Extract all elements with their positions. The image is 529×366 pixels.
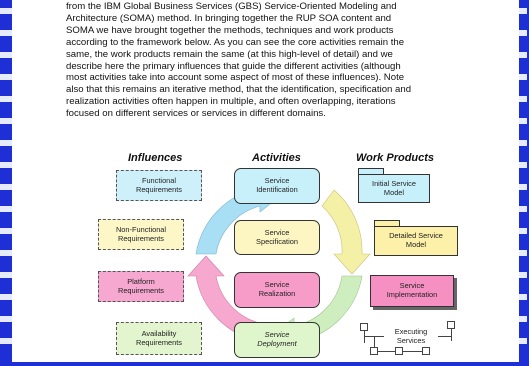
activity-service-realization: Service Realization [234,272,320,308]
influence-availability-requirements: Availability Requirements [116,322,202,355]
right-frame-ticks [517,0,529,366]
activity-service-deployment: Service Deployment [234,322,320,358]
activity-service-identification: Service Identification [234,168,320,204]
influence-non-functional-requirements: Non-Functional Requirements [98,219,184,250]
work-product-initial-service-model: Initial Service Model [358,174,430,203]
work-product-executing-services: Executing Services [384,327,438,347]
influence-functional-requirements: Functional Requirements [116,170,202,201]
body-paragraph: from the IBM Global Business Services (G… [66,1,412,120]
left-frame-ticks [0,0,12,366]
folder-tab [374,220,400,227]
document-page: from the IBM Global Business Services (G… [12,0,519,362]
work-product-service-implementation: Service Implementation [370,275,454,307]
activity-service-specification: Service Specification [234,220,320,255]
activities-heading: Activities [252,152,301,164]
work-products-heading: Work Products [356,152,435,164]
influence-platform-requirements: Platform Requirements [98,271,184,302]
work-product-detailed-service-model: Detailed Service Model [374,226,458,256]
influences-heading: Influences [128,152,183,164]
folder-tab [358,168,384,175]
